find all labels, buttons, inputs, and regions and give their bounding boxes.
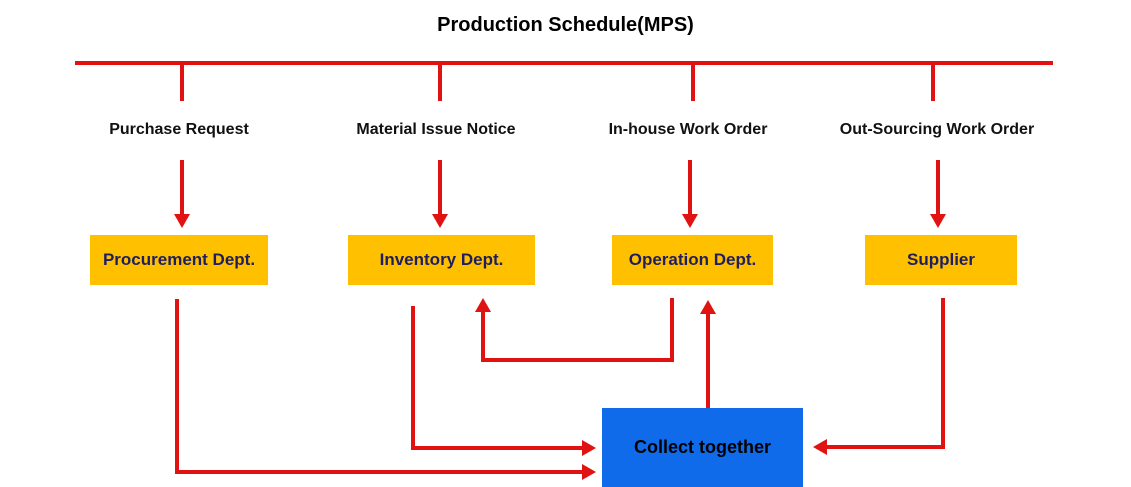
branch-stub-out-sourcing-work-order xyxy=(931,61,935,101)
branch-label-purchase-request: Purchase Request xyxy=(109,121,249,138)
operation-dept-box: Operation Dept. xyxy=(612,235,773,285)
diagram-title: Production Schedule(MPS) xyxy=(437,14,694,36)
branch-label-material-issue-notice: Material Issue Notice xyxy=(356,121,516,138)
branch-stub-in-house-work-order xyxy=(691,61,695,101)
collect-together-box: Collect together xyxy=(602,408,803,487)
branch-label-in-house-work-order: In-house Work Order xyxy=(608,121,768,138)
procurement-dept-box: Procurement Dept. xyxy=(90,235,268,285)
supplier-box: Supplier xyxy=(865,235,1017,285)
branch-stub-material-issue-notice xyxy=(438,61,442,101)
branch-label-out-sourcing-work-order: Out-Sourcing Work Order xyxy=(839,121,1035,138)
mps-bus-line xyxy=(75,61,1053,65)
inventory-dept-box: Inventory Dept. xyxy=(348,235,535,285)
branch-stub-purchase-request xyxy=(180,61,184,101)
